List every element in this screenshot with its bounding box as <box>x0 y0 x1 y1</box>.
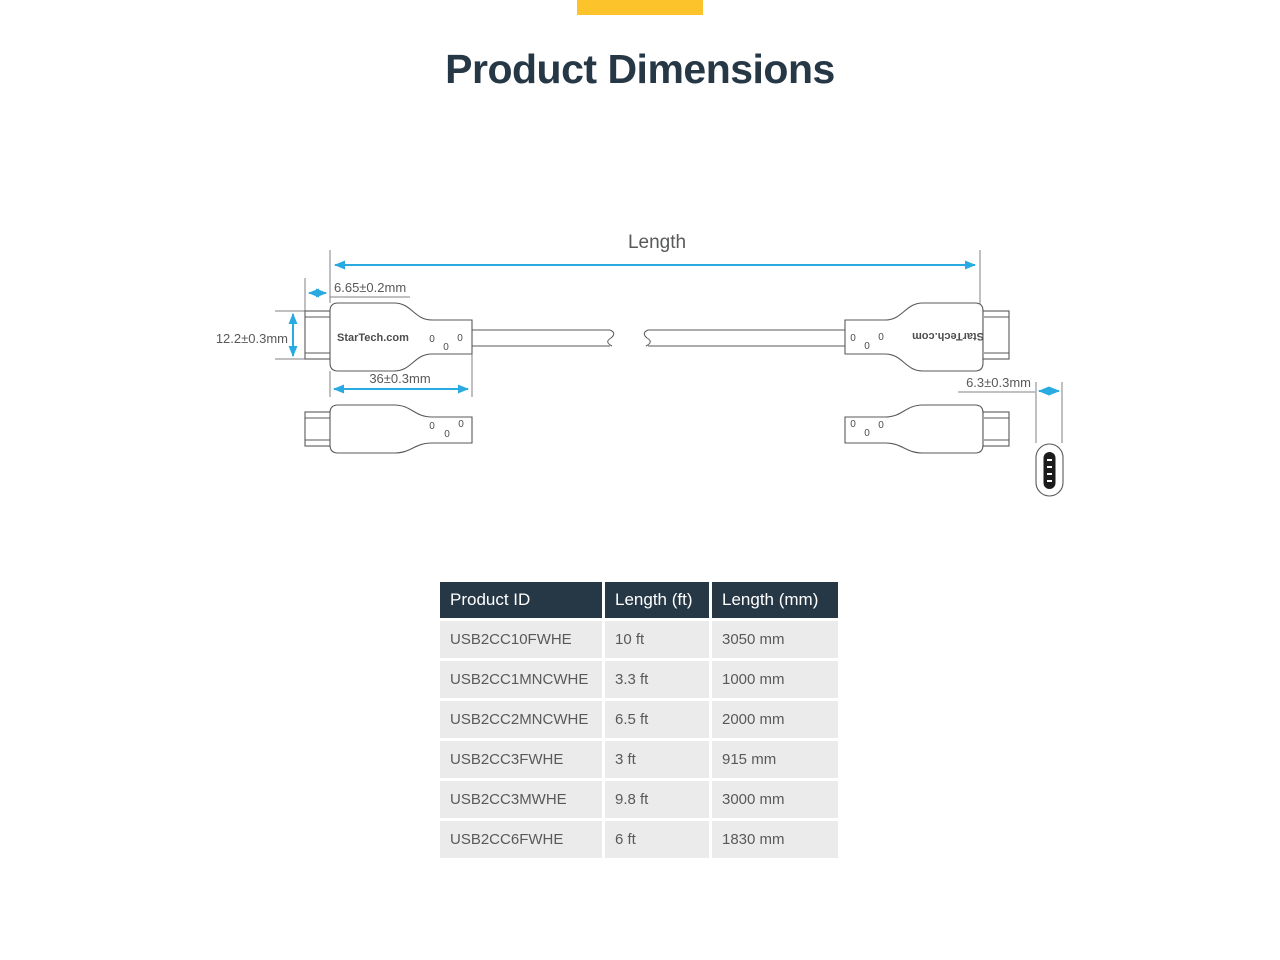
product-table: Product ID Length (ft) Length (mm) USB2C… <box>440 582 838 861</box>
table-row: USB2CC1MNCWHE 3.3 ft 1000 mm <box>440 661 838 698</box>
length-mm-cell: 1830 mm <box>712 821 838 858</box>
column-header-product-id: Product ID <box>440 582 602 618</box>
product-id-cell: USB2CC6FWHE <box>440 821 602 858</box>
length-ft-cell: 6 ft <box>605 821 709 858</box>
page-title: Product Dimensions <box>445 46 835 92</box>
cable-break-icon <box>643 329 651 347</box>
table-row: USB2CC3FWHE 3 ft 915 mm <box>440 741 838 778</box>
length-dimension-label: Length <box>628 232 686 253</box>
brand-label-rotated: StarTech.com <box>912 330 984 342</box>
connector-thickness-label: 6.3±0.3mm <box>966 375 1031 390</box>
table-row: USB2CC6FWHE 6 ft 1830 mm <box>440 821 838 858</box>
length-ft-cell: 6.5 ft <box>605 701 709 738</box>
usb-c-plug <box>304 411 332 447</box>
length-ft-cell: 3.3 ft <box>605 661 709 698</box>
length-mm-cell: 915 mm <box>712 741 838 778</box>
mold-mark: 0 <box>850 419 856 430</box>
right-connector-side-view: 0 0 0 StarTech.com <box>844 302 1010 372</box>
usb-c-end-view <box>1035 443 1064 497</box>
cable-right-segment <box>643 329 845 347</box>
usb-c-plug <box>982 411 1010 447</box>
column-header-length-ft: Length (ft) <box>605 582 709 618</box>
length-mm-cell: 3000 mm <box>712 781 838 818</box>
mold-mark: 0 <box>878 332 884 343</box>
table-row: USB2CC10FWHE 10 ft 3050 mm <box>440 621 838 658</box>
cable-left-segment <box>472 329 615 347</box>
mold-mark: 0 <box>878 420 884 431</box>
mold-mark: 0 <box>864 341 870 352</box>
length-ft-cell: 3 ft <box>605 741 709 778</box>
connector-housing <box>329 404 473 454</box>
product-id-cell: USB2CC3FWHE <box>440 741 602 778</box>
table-row: USB2CC2MNCWHE 6.5 ft 2000 mm <box>440 701 838 738</box>
mold-mark: 0 <box>864 428 870 439</box>
left-connector-top-view: 0 0 0 <box>304 404 473 454</box>
product-dimensions-diagram: Length 6.65±0.2mm 12.2±0.3mm StarTech.co… <box>200 220 1080 510</box>
product-id-cell: USB2CC1MNCWHE <box>440 661 602 698</box>
connector-housing <box>844 302 984 372</box>
mold-mark: 0 <box>457 333 463 344</box>
mold-mark: 0 <box>458 419 464 430</box>
mold-mark: 0 <box>443 342 449 353</box>
mold-mark: 0 <box>850 333 856 344</box>
product-id-cell: USB2CC2MNCWHE <box>440 701 602 738</box>
length-mm-cell: 2000 mm <box>712 701 838 738</box>
connector-width-label: 12.2±0.3mm <box>216 331 288 346</box>
length-mm-cell: 3050 mm <box>712 621 838 658</box>
mold-mark: 0 <box>444 429 450 440</box>
mold-mark: 0 <box>429 421 435 432</box>
usb-c-port-cross-section <box>1043 452 1056 489</box>
left-connector-side-view: StarTech.com 0 0 0 <box>304 302 473 372</box>
housing-length-dimension: 36±0.3mm <box>329 354 473 397</box>
tip-length-dimension: 6.65±0.2mm <box>304 278 410 311</box>
accent-bar <box>577 0 703 15</box>
cable-break-icon <box>607 329 615 347</box>
connector-housing <box>844 404 984 454</box>
product-id-cell: USB2CC3MWHE <box>440 781 602 818</box>
length-mm-cell: 1000 mm <box>712 661 838 698</box>
cable-drawing: Length 6.65±0.2mm 12.2±0.3mm StarTech.co… <box>216 232 1064 497</box>
brand-label: StarTech.com <box>337 332 409 344</box>
mold-mark: 0 <box>429 334 435 345</box>
column-header-length-mm: Length (mm) <box>712 582 838 618</box>
right-connector-top-view: 0 0 0 <box>844 404 1010 454</box>
tip-length-label: 6.65±0.2mm <box>334 280 406 295</box>
usb-c-plug <box>982 310 1010 360</box>
product-id-cell: USB2CC10FWHE <box>440 621 602 658</box>
usb-c-plug <box>304 310 332 360</box>
length-ft-cell: 10 ft <box>605 621 709 658</box>
table-row: USB2CC3MWHE 9.8 ft 3000 mm <box>440 781 838 818</box>
connector-thickness-dimension: 6.3±0.3mm <box>958 375 1063 443</box>
length-dimension: Length <box>329 232 981 311</box>
table-header-row: Product ID Length (ft) Length (mm) <box>440 582 838 618</box>
length-ft-cell: 9.8 ft <box>605 781 709 818</box>
housing-length-label: 36±0.3mm <box>369 371 430 386</box>
